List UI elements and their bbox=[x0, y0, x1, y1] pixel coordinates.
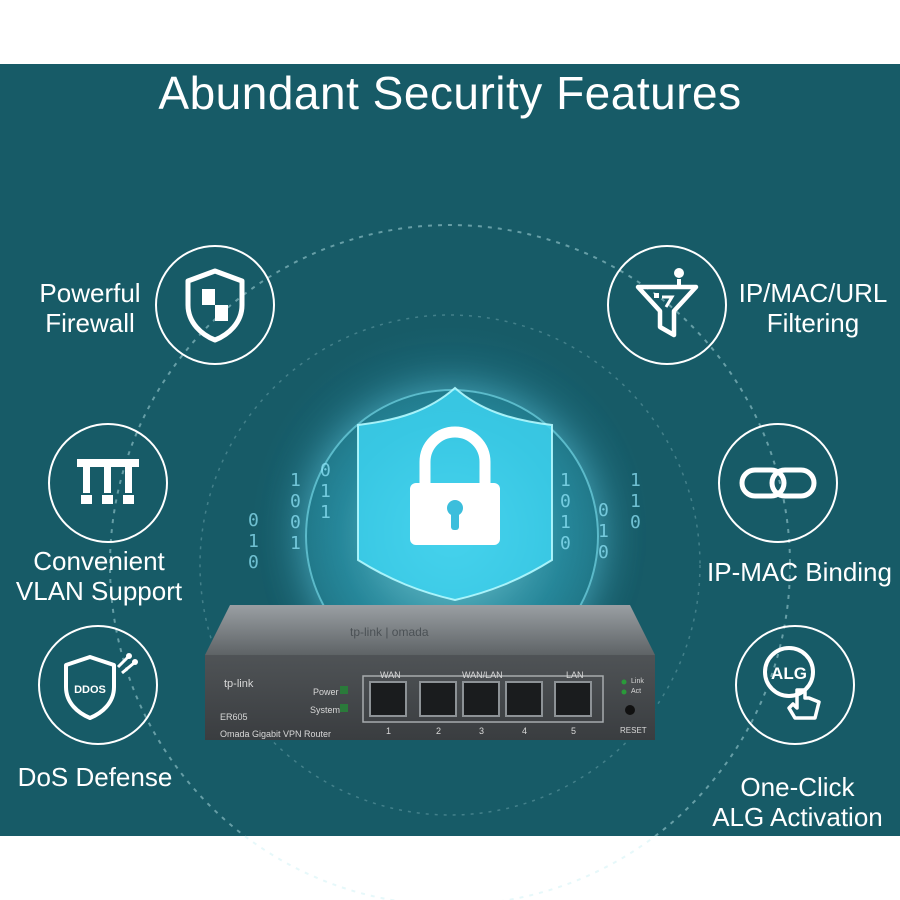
router-device: tp-link | omada tp-link ER605 Omada Giga… bbox=[200, 600, 660, 750]
binding-feature-circle bbox=[718, 423, 838, 543]
router-top-logo: tp-link | omada bbox=[350, 625, 429, 639]
dos-label: DoS Defense bbox=[17, 762, 173, 792]
act-led-label: Act bbox=[631, 688, 642, 695]
link-led-label: Link bbox=[631, 678, 644, 685]
binding-label: IP-MAC Binding bbox=[707, 557, 892, 587]
vlan-icon bbox=[77, 459, 139, 504]
ddos-badge: DDOS bbox=[74, 684, 106, 696]
dos-feature-circle: DDOS bbox=[38, 625, 158, 745]
vlan-feature-circle bbox=[48, 423, 168, 543]
port-number: 5 bbox=[571, 726, 577, 736]
power-led-label: Power bbox=[313, 687, 339, 697]
port-number: 1 bbox=[386, 726, 392, 736]
funnel-filter-icon bbox=[635, 268, 699, 338]
shield-icon bbox=[185, 268, 245, 343]
filtering-feature-circle bbox=[607, 245, 727, 365]
firewall-feature-circle bbox=[155, 245, 275, 365]
router-description: Omada Gigabit VPN Router bbox=[220, 729, 332, 739]
system-led-label: System bbox=[310, 705, 341, 715]
port-number: 2 bbox=[436, 726, 442, 736]
alg-click-icon: ALG bbox=[763, 646, 821, 720]
router-front-logo: tp-link bbox=[224, 678, 254, 690]
alg-feature-circle: ALG bbox=[735, 625, 855, 745]
reset-label: RESET bbox=[620, 726, 647, 735]
padlock-icon bbox=[410, 426, 500, 545]
router-model: ER605 bbox=[220, 712, 248, 722]
router-body bbox=[205, 605, 655, 740]
port-number: 4 bbox=[522, 726, 528, 736]
wanlan-port-label: WAN/LAN bbox=[462, 670, 503, 680]
lan-port-label: LAN bbox=[566, 670, 584, 680]
port-number: 3 bbox=[479, 726, 485, 736]
wan-port-label: WAN bbox=[380, 670, 401, 680]
link-icon bbox=[739, 467, 817, 499]
page-title: Abundant Security Features bbox=[158, 67, 742, 119]
ddos-shield-icon: DDOS bbox=[64, 653, 138, 720]
alg-badge: ALG bbox=[771, 664, 807, 683]
